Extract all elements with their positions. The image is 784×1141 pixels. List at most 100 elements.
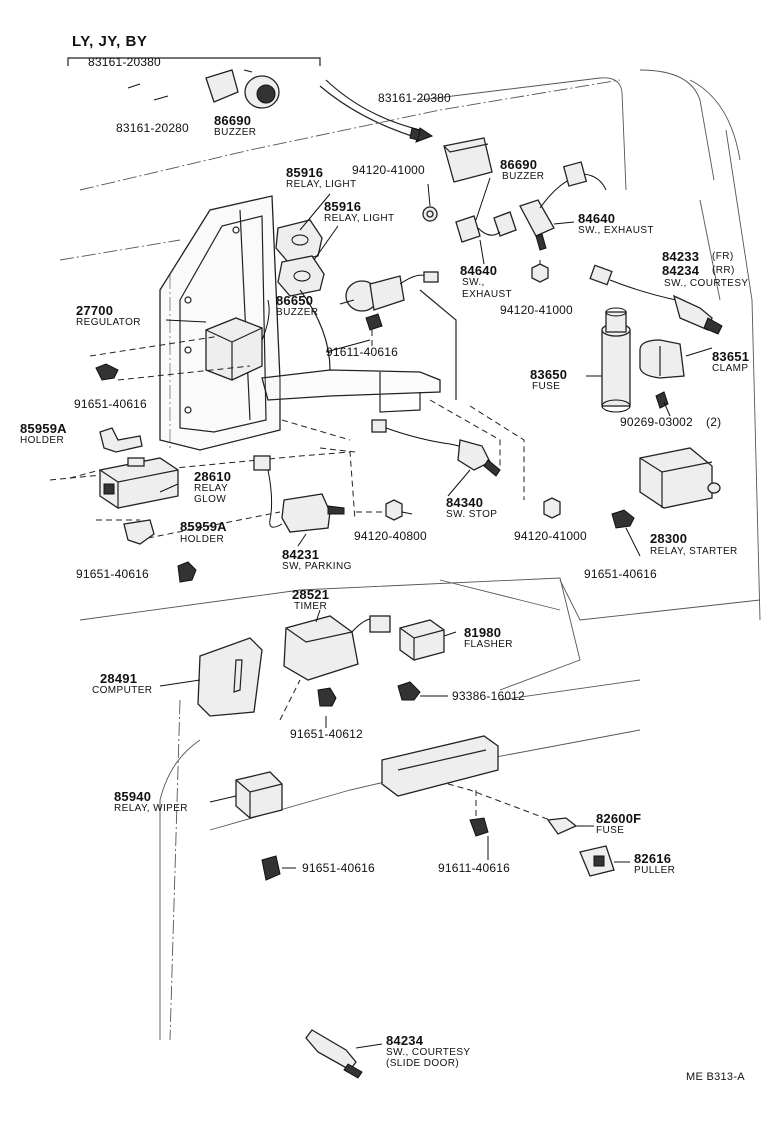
holder-85959a-lower [123,519,155,545]
part-number-label: 84640 [460,263,498,278]
part-number-label: 86690 [500,157,538,172]
courtesy-switch-84234-slide [305,1029,363,1079]
part-name-label: REGULATOR [76,317,141,328]
part-number-label: 90269-03002 [620,415,693,429]
glow-relay-28610 [99,457,179,509]
part-number-label: 28610 [194,469,232,484]
buzzer-86690-upper [409,127,493,183]
part-number-label: 94120-41000 [352,163,425,177]
part-name-label: GLOW [194,494,227,505]
part-number-label: 91651-40616 [74,397,147,411]
part-name-label: EXHAUST [462,289,513,300]
part-name-label: SW., COURTESY [664,278,749,289]
part-number-label: 83161-20280 [116,121,189,135]
light-relays-85916 [275,219,325,297]
direction-arrow [319,79,434,143]
part-name-label: SW., EXHAUST [578,225,654,236]
fuse-83650 [601,307,631,413]
part-name-label: HOLDER [20,435,65,446]
computer-28491 [197,637,263,717]
part-number-label: 82600F [596,811,642,826]
part-number-label: 83650 [530,367,568,382]
part-number-label: 83651 [712,349,750,364]
fuse-82600f [546,817,578,835]
models-header: LY, JY, BY [72,33,148,50]
part-number-label: 85916 [286,165,324,180]
part-name-label: FUSE [596,825,625,836]
courtesy-switch-84233 [589,264,723,335]
part-number-label: 86690 [214,113,252,128]
part-name-label: SW, PARKING [282,561,352,572]
part-number-label: 93386-16012 [452,689,525,703]
part-number-label: 28300 [650,531,688,546]
nut-94120-upper [422,206,438,222]
part-note-label: (FR) [712,251,734,262]
regulator-27700 [205,299,270,381]
part-name-label: RELAY, STARTER [650,546,738,557]
part-number-label: 86650 [276,293,314,308]
part-name-label: FUSE [532,381,561,392]
fuse-block [381,735,499,797]
part-number-label: 28521 [292,587,330,602]
part-name-label: BUZZER [502,171,545,182]
part-number-label: 27700 [76,303,114,318]
part-number-label: 85916 [324,199,362,214]
part-name-label: PULLER [634,865,676,876]
timer-28521 [283,615,391,681]
part-name-label: CLAMP [712,363,749,374]
part-name-label: SW., COURTESY [386,1047,471,1058]
part-number-label: 94120-41000 [514,529,587,543]
part-name-label: RELAY, WIPER [114,803,188,814]
label-leaders [159,177,713,1049]
part-note-label: (2) [706,415,722,429]
holder-85959a-upper [99,427,143,453]
part-name-label: SW. STOP [446,509,498,520]
part-number-label: 83161-20380 [88,55,161,69]
part-name-label: TIMER [294,601,328,612]
part-name-label: RELAY [194,483,229,494]
part-number-label: 91651-40616 [584,567,657,581]
dashed-leaders [49,335,551,821]
diagram-reference-code: ME B313-A [686,1071,745,1083]
part-name-label: (SLIDE DOOR) [386,1058,460,1069]
part-name-label: RELAY, LIGHT [324,213,395,224]
part-number-label: 94120-41000 [500,303,573,317]
part-name-label: RELAY, LIGHT [286,179,357,190]
puller-82616 [579,845,615,877]
part-number-label: 85959A [20,421,67,436]
part-number-label: 91611-40616 [326,345,399,359]
part-number-label: 94120-40800 [354,529,427,543]
nut-94120-mid [531,263,549,283]
bolts [95,363,635,881]
exhaust-switch-84640 [455,161,607,280]
buzzer-86650 [345,271,439,312]
part-name-label: BUZZER [214,127,257,138]
part-number-label: 85959A [180,519,227,534]
part-number-label: 84233 [662,249,700,264]
nuts-lower [385,497,561,521]
part-number-label: 85940 [114,789,152,804]
part-number-label: 91651-40616 [302,861,375,875]
part-number-label: 84234 [662,263,700,278]
part-number-label: 91611-40616 [438,861,511,875]
part-number-label: 81980 [464,625,502,640]
stop-switch-84340 [371,419,501,477]
wiper-relay-85940 [235,771,283,819]
flasher-81980 [399,619,445,661]
buzzer-86690-top [127,69,280,109]
part-number-label: 91651-40616 [76,567,149,581]
part-number-label: 84234 [386,1033,424,1048]
part-note-label: (RR) [712,265,735,276]
mounting-bracket [159,195,281,451]
bolt-91611-upper [365,313,383,350]
part-number-label: 28491 [100,671,138,686]
part-name-label: SW., [462,277,485,288]
part-number-label: 84640 [578,211,616,226]
part-number-label: 84231 [282,547,320,562]
part-name-label: BUZZER [276,307,319,318]
part-number-label: 83161-20380 [378,91,451,105]
part-name-label: FLASHER [464,639,513,650]
part-name-label: HOLDER [180,534,225,545]
part-number-label: 82616 [634,851,672,866]
